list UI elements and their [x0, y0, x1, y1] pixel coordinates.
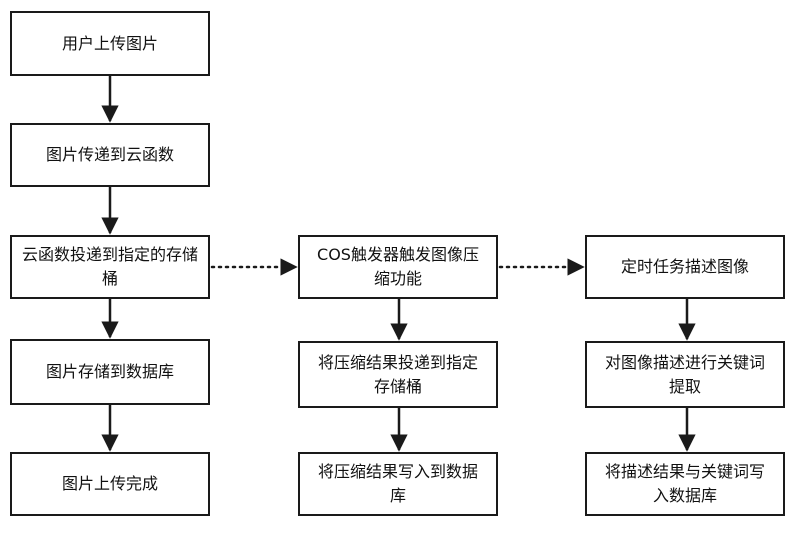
node-compress-to-db-label: 将压缩结果写入到数据库: [317, 462, 478, 505]
node-compress-to-db: 将压缩结果写入到数据库: [298, 452, 498, 516]
node-function-to-bucket: 云函数投递到指定的存储桶: [10, 235, 210, 299]
node-compress-to-bucket: 将压缩结果投递到指定存储桶: [298, 341, 498, 408]
node-keyword-extract: 对图像描述进行关键词提取: [585, 341, 785, 408]
node-desc-to-db-label: 将描述结果与关键词写入数据库: [604, 462, 765, 505]
node-timed-task: 定时任务描述图像: [585, 235, 785, 299]
node-keyword-extract-label: 对图像描述进行关键词提取: [604, 352, 765, 396]
node-timed-task-label: 定时任务描述图像: [620, 257, 749, 276]
node-function-to-bucket-label: 云函数投递到指定的存储桶: [21, 245, 198, 288]
node-upload-done-label: 图片上传完成: [61, 474, 158, 493]
node-desc-to-db: 将描述结果与关键词写入数据库: [585, 452, 785, 516]
node-compress-to-bucket-label: 将压缩结果投递到指定存储桶: [317, 352, 478, 396]
node-upload-done: 图片上传完成: [10, 452, 210, 516]
node-store-to-db-label: 图片存储到数据库: [45, 362, 174, 381]
node-pass-to-function-label: 图片传递到云函数: [45, 145, 174, 164]
node-pass-to-function: 图片传递到云函数: [10, 123, 210, 187]
node-store-to-db: 图片存储到数据库: [10, 339, 210, 405]
node-upload-image: 用户上传图片: [10, 11, 210, 76]
node-cos-trigger: COS触发器触发图像压缩功能: [298, 235, 498, 299]
node-cos-trigger-label: COS触发器触发图像压缩功能: [317, 245, 479, 288]
node-upload-image-label: 用户上传图片: [61, 33, 158, 53]
